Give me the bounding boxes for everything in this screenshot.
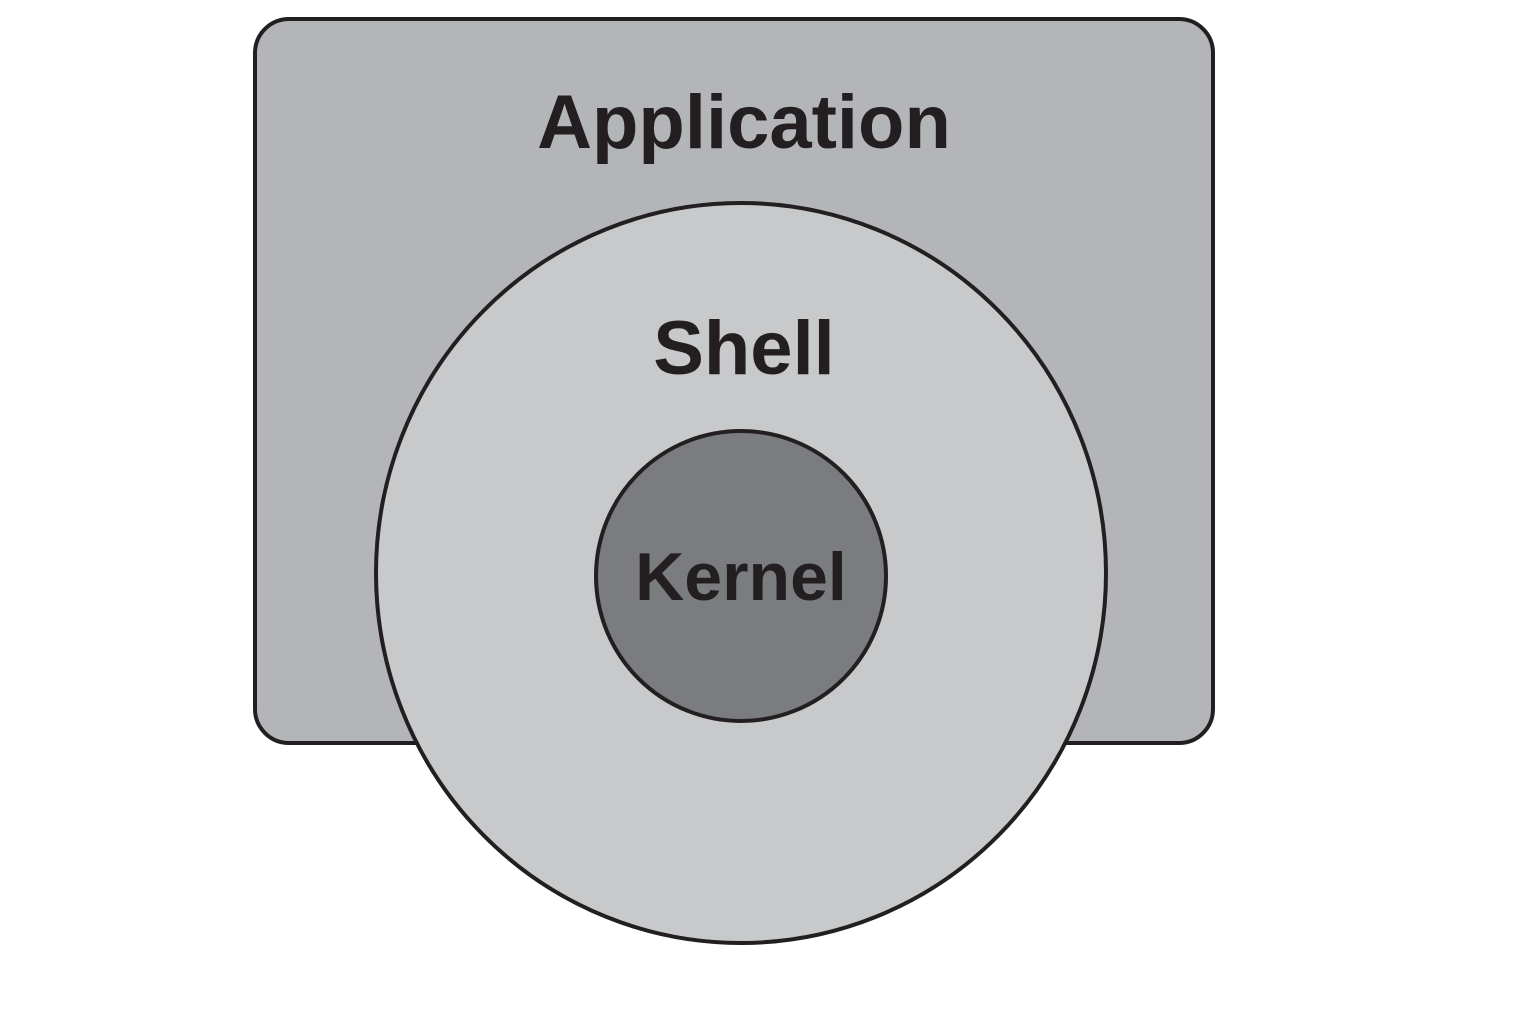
kernel-label: Kernel bbox=[635, 539, 847, 615]
shell-label: Shell bbox=[653, 306, 835, 391]
application-label: Application bbox=[537, 80, 951, 165]
kernel-layer-circle bbox=[594, 429, 888, 723]
